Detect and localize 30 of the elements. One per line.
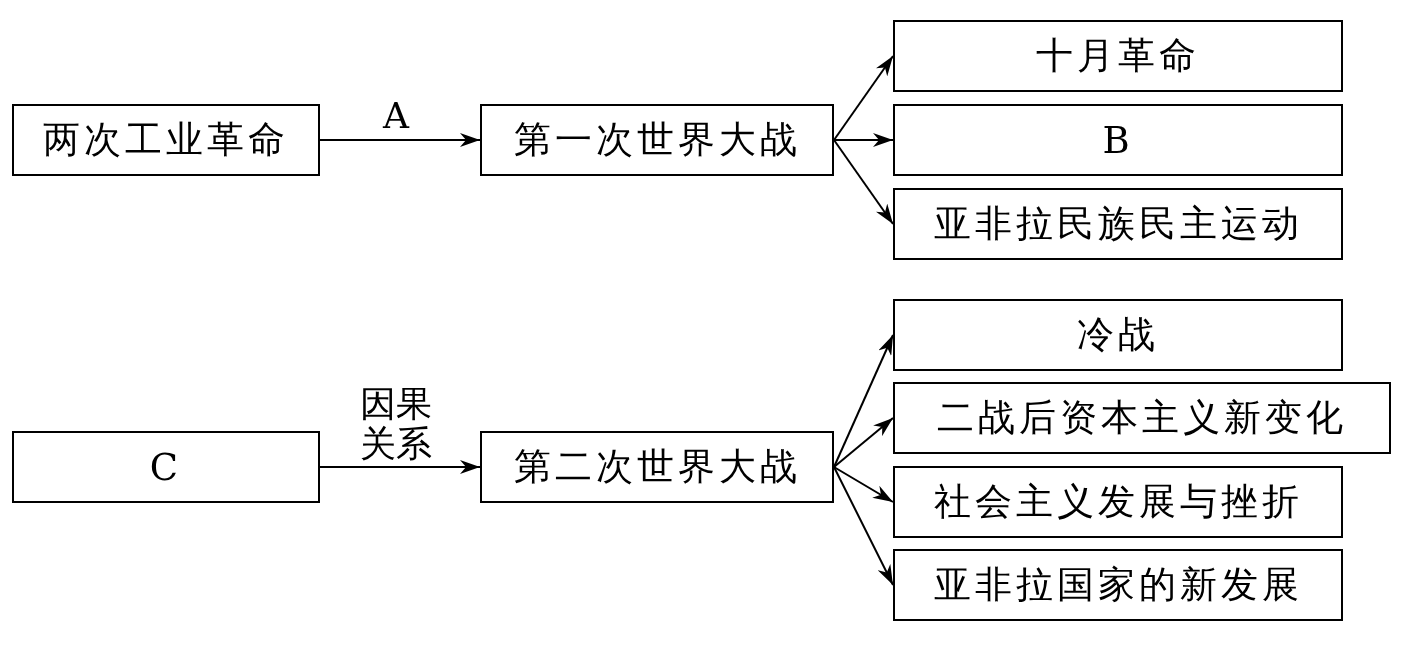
process-box xyxy=(480,104,834,176)
box-label: B xyxy=(1102,118,1134,162)
arrow xyxy=(833,466,894,503)
arrow xyxy=(833,55,894,141)
box-label: 两次工业革命 xyxy=(43,117,289,163)
box-label: 社会主义发展与挫折 xyxy=(933,479,1303,525)
box-label: 第一次世界大战 xyxy=(513,117,801,163)
process-box xyxy=(893,299,1343,371)
process-box xyxy=(893,20,1343,92)
arrow xyxy=(833,466,894,586)
box-label: 二战后资本主义新变化 xyxy=(937,395,1347,441)
process-box xyxy=(893,104,1343,176)
box-label: 亚非拉国家的新发展 xyxy=(933,562,1303,608)
box-label: 第二次世界大战 xyxy=(513,444,801,490)
process-box xyxy=(893,382,1391,454)
process-box xyxy=(12,104,320,176)
arrow xyxy=(319,133,481,147)
arrow xyxy=(833,133,894,147)
box-label: 亚非拉民族民主运动 xyxy=(933,201,1303,247)
arrow xyxy=(833,417,894,468)
box-label: 冷战 xyxy=(1077,312,1159,358)
process-box xyxy=(893,188,1343,260)
process-box xyxy=(893,549,1343,621)
arrow xyxy=(319,460,481,474)
process-box xyxy=(12,431,320,503)
process-box xyxy=(893,466,1343,538)
arrow xyxy=(833,139,894,225)
process-box xyxy=(480,431,834,503)
box-label: 十月革命 xyxy=(1036,33,1200,79)
box-label: C xyxy=(149,445,183,489)
